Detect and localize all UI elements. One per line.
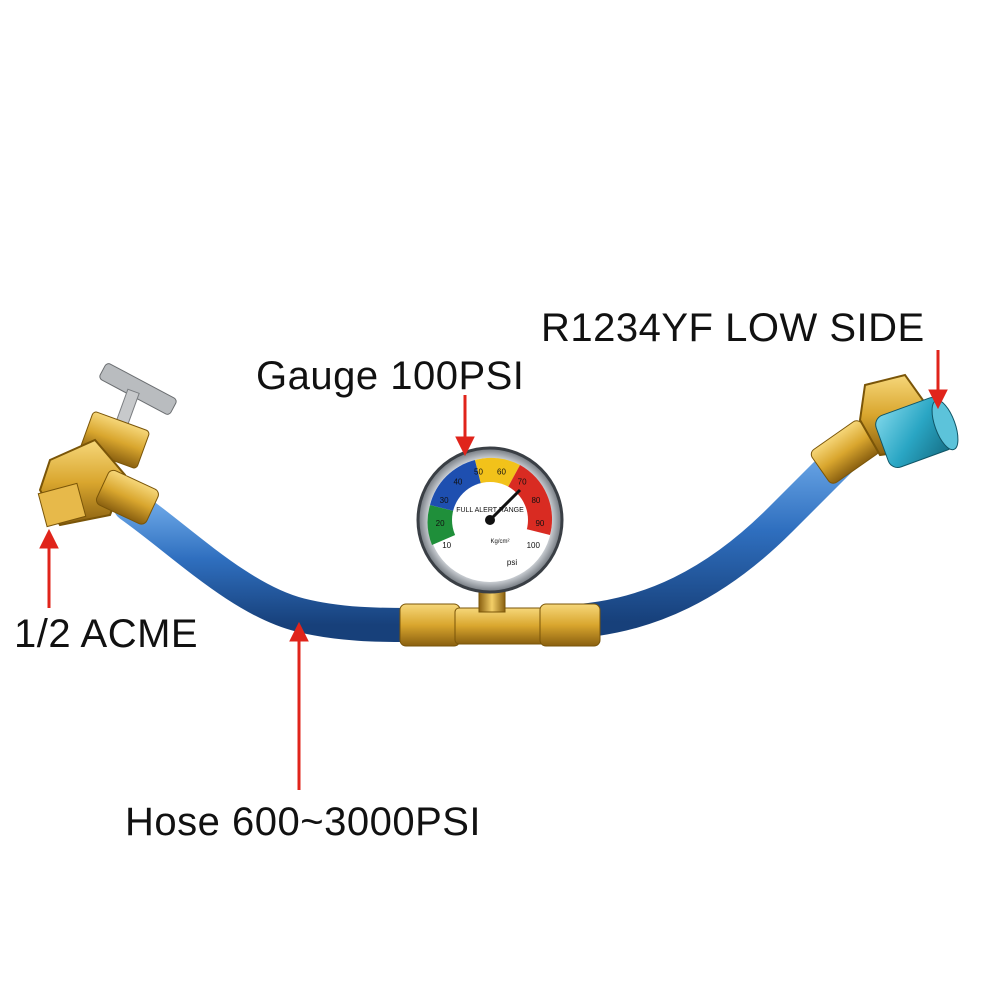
low-side-coupler bbox=[810, 373, 959, 484]
hose-left bbox=[113, 488, 427, 642]
gauge-scale-label: 90 bbox=[535, 519, 544, 528]
arrow-down-icon bbox=[455, 436, 475, 457]
gauge-scale: 10 20 30 40 50 60 70 80 90 100 bbox=[436, 467, 545, 550]
gauge-scale-label: 20 bbox=[436, 519, 445, 528]
gauge-scale-label: 60 bbox=[497, 467, 506, 476]
arrow-acme bbox=[39, 528, 59, 608]
low-side-label: R1234YF LOW SIDE bbox=[541, 306, 925, 350]
hose-right bbox=[543, 438, 862, 639]
acme-valve bbox=[37, 363, 177, 528]
gauge-needle bbox=[488, 488, 522, 522]
arrow-gauge bbox=[455, 395, 475, 457]
gauge-scale-label: 80 bbox=[531, 496, 540, 505]
arrow-hose bbox=[289, 621, 309, 790]
pressure-gauge: FULL ALERT RANGE psi Kg/cm² 10 20 30 40 50 60… bbox=[416, 446, 564, 594]
center-tee bbox=[399, 579, 601, 647]
hose-label: Hose 600~3000PSI bbox=[125, 800, 482, 844]
arrow-up-icon bbox=[39, 528, 59, 549]
gauge-label: Gauge 100PSI bbox=[256, 354, 525, 398]
gauge-scale-label: 70 bbox=[518, 478, 527, 487]
arrow-low-side bbox=[928, 350, 948, 410]
gauge-subunit-text: Kg/cm² bbox=[490, 539, 509, 545]
arrow-up-icon bbox=[289, 621, 309, 642]
gauge-face-text: FULL ALERT RANGE bbox=[456, 507, 524, 514]
arrow-down-icon bbox=[928, 389, 948, 410]
gauge-scale-label: 50 bbox=[474, 467, 483, 476]
gauge-unit-text: psi bbox=[507, 558, 517, 567]
gauge-scale-label: 30 bbox=[440, 496, 449, 505]
gauge-scale-label: 40 bbox=[453, 478, 462, 487]
gauge-scale-label: 10 bbox=[442, 541, 451, 550]
acme-label: 1/2 ACME bbox=[14, 612, 199, 656]
gauge-scale-label: 100 bbox=[527, 541, 541, 550]
